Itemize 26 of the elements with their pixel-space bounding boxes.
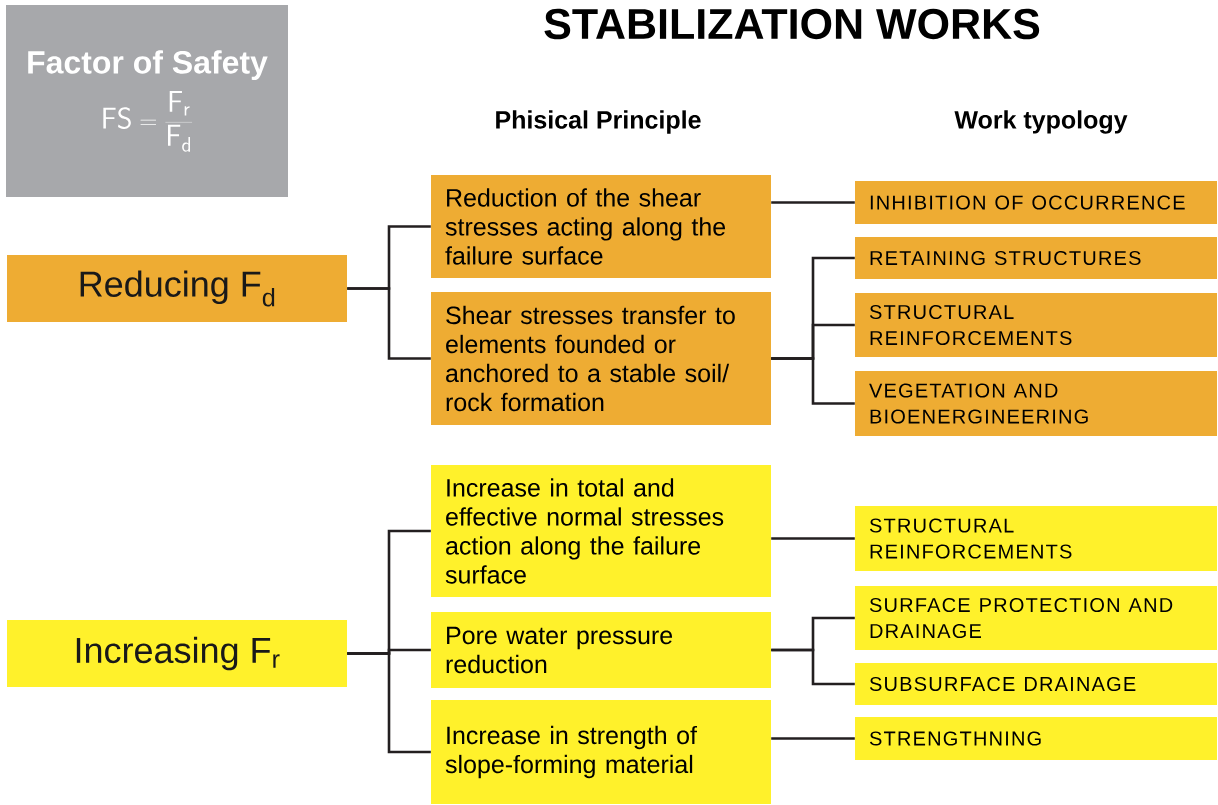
- connector-line: [771, 648, 855, 686]
- typology-box: STRUCTURAL REINFORCEMENTS: [855, 293, 1217, 357]
- typology-box: STRUCTURAL REINFORCEMENTS: [855, 506, 1217, 571]
- typology-box: INHIBITION OF OCCURRENCE: [855, 181, 1217, 224]
- category-box: Reducing F$_{d}$: [7, 255, 347, 322]
- category-box: Increasing F$_{r}$: [7, 620, 347, 687]
- column-heading: Work typology: [954, 110, 1128, 134]
- column-heading: Phisical Principle: [496, 110, 701, 134]
- connector-line: [347, 287, 431, 360]
- formula-box: Factor of Safety $\mathsf{FS} = \frac{\mathsf{F}_{\mathsf{r}}}{\mathsf{F}_{\mathsf{d}}}$: [6, 5, 288, 197]
- principle-box: Pore water pressure reduction: [431, 612, 771, 688]
- principle-box: Reduction of the shear stresses acting along the failure surface: [431, 175, 771, 278]
- connector-line: [771, 357, 855, 405]
- typology-box: RETAINING STRUCTURES: [855, 237, 1217, 279]
- connector-line: [771, 537, 855, 540]
- typology-box: STRENGTHNING: [855, 717, 1217, 760]
- typology-box: SUBSURFACE DRAINAGE: [855, 663, 1217, 705]
- connector-line: [771, 737, 855, 740]
- typology-box: SURFACE PROTECTION AND DRAINAGE: [855, 586, 1217, 650]
- principle-box: Shear stresses transfer to elements founded or anchored to a stable soil/ rock formation: [431, 292, 771, 425]
- connector-line: [771, 201, 855, 204]
- connector-line: [347, 652, 431, 754]
- principle-box: Increase in strength of slope-forming material: [431, 700, 771, 804]
- typology-box: VEGETATION AND BIOENERGINEERING: [855, 371, 1217, 436]
- principle-box: Increase in total and effective normal stresses action along the failure surface: [431, 465, 771, 597]
- title: STABILIZATION WORKS: [544, 8, 1040, 40]
